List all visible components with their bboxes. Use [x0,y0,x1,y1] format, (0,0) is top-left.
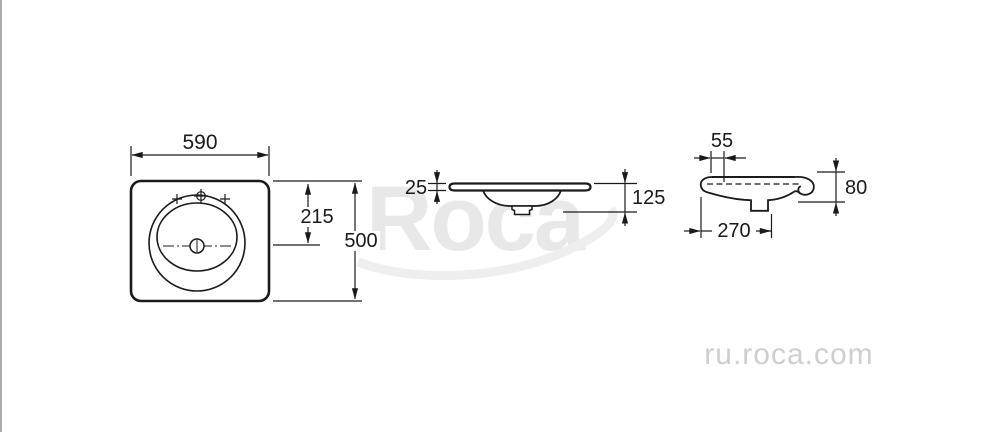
tap-hole-cross-left [172,194,182,204]
label-backing [300,207,334,227]
bowl-section [481,189,563,207]
site-url-watermark: ru.roca.com [704,338,873,371]
top-view [129,179,271,303]
dim-label-front-edge: 55 [711,130,733,152]
watermark: Roca ru.roca.com [356,168,873,371]
tap-hole-cross-right [220,194,230,204]
front-edge-curl [794,176,815,196]
bowl-profile [699,176,802,212]
front-view [448,182,592,216]
label-backing [712,220,756,240]
label-backing [343,231,380,251]
dim-label-rim-height: 80 [845,177,867,199]
drain-trap [511,205,533,216]
dim-label-top-depth: 500 [344,230,377,252]
dim-label-drain-offset: 270 [717,220,750,242]
tap-hole-center-cross [194,189,208,203]
rim-section [448,182,592,192]
dim-side-front-edge: 55 [694,130,746,182]
dim-front-rim-thickness: 25 [405,170,446,204]
dim-side-drain-offset: 270 [684,197,773,242]
dim-top-rim-to-drain: 215 [273,180,362,246]
dim-front-basin-depth: 125 [563,169,665,226]
dim-label-rim-to-drain: 215 [300,206,333,228]
roca-logo-swoosh [356,206,618,281]
dim-top-depth: 500 [273,182,380,302]
basin-bowl-ellipse [156,202,238,272]
side-view [699,176,815,212]
dim-top-width: 590 [130,131,270,176]
dim-label-rim-thickness: 25 [405,177,427,199]
dim-side-rim-height: 80 [798,158,867,216]
tap-hole-markers [172,189,230,204]
dim-label-basin-depth: 125 [632,187,665,209]
dim-label-top-width: 590 [182,131,217,154]
